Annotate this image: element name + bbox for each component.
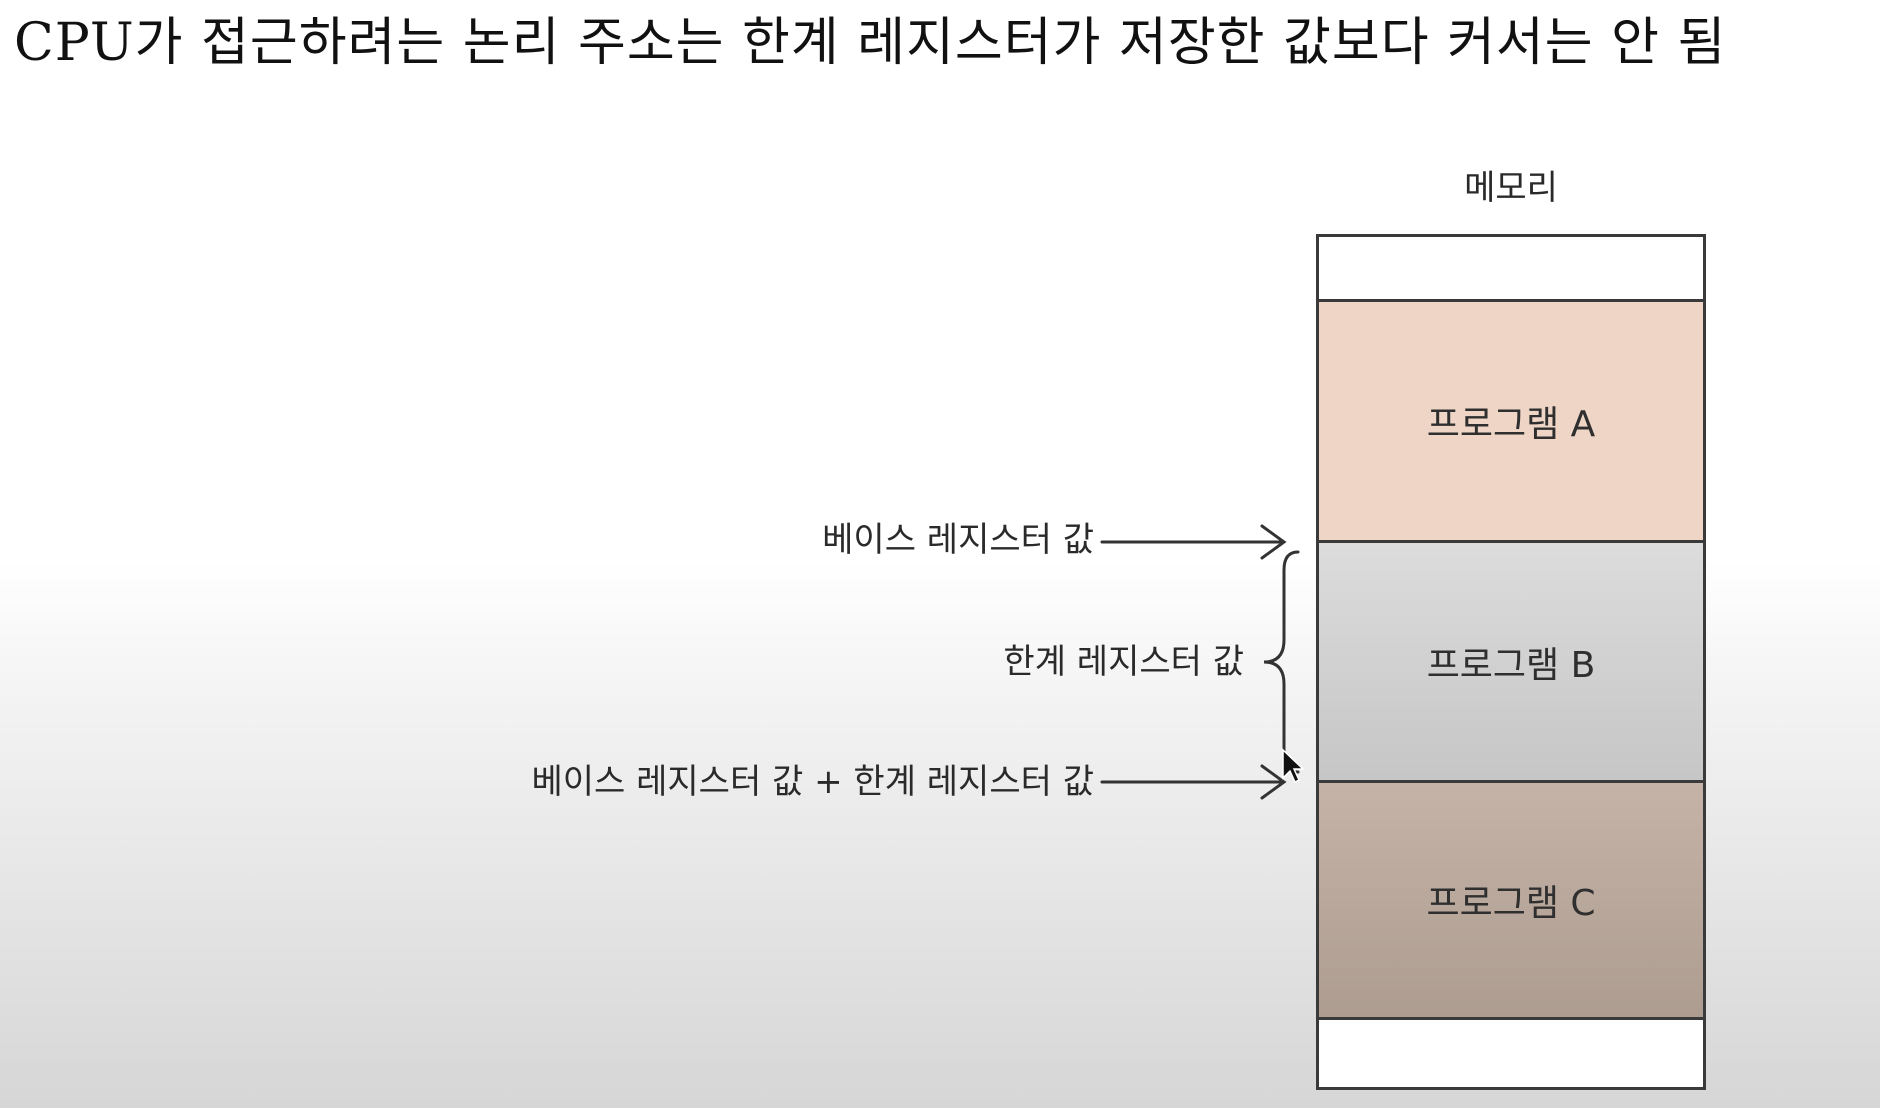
mouse-cursor-icon: [1282, 748, 1305, 784]
program-c-block: 프로그램 C: [1319, 780, 1703, 1020]
limit-register-label: 한계 레지스터 값: [1003, 642, 1244, 682]
base-arrow-icon: [1100, 524, 1287, 560]
program-b-block: 프로그램 B: [1319, 540, 1703, 780]
page-title: CPU가 접근하려는 논리 주소는 한계 레지스터가 저장한 값보다 커서는 안…: [14, 13, 1727, 73]
memory-title: 메모리: [1464, 168, 1558, 208]
base-plus-limit-label: 베이스 레지스터 값 + 한계 레지스터 값: [531, 762, 1094, 802]
base-register-label: 베이스 레지스터 값: [822, 520, 1094, 560]
program-c-label: 프로그램 C: [1426, 883, 1596, 924]
program-b-label: 프로그램 B: [1426, 644, 1596, 686]
program-a-block: 프로그램 A: [1319, 299, 1703, 540]
sum-arrow-icon: [1100, 764, 1287, 800]
program-a-label: 프로그램 A: [1426, 404, 1596, 445]
limit-brace-icon: [1263, 550, 1300, 774]
memory-box: 프로그램 A 프로그램 B 프로그램 C: [1316, 234, 1706, 1090]
